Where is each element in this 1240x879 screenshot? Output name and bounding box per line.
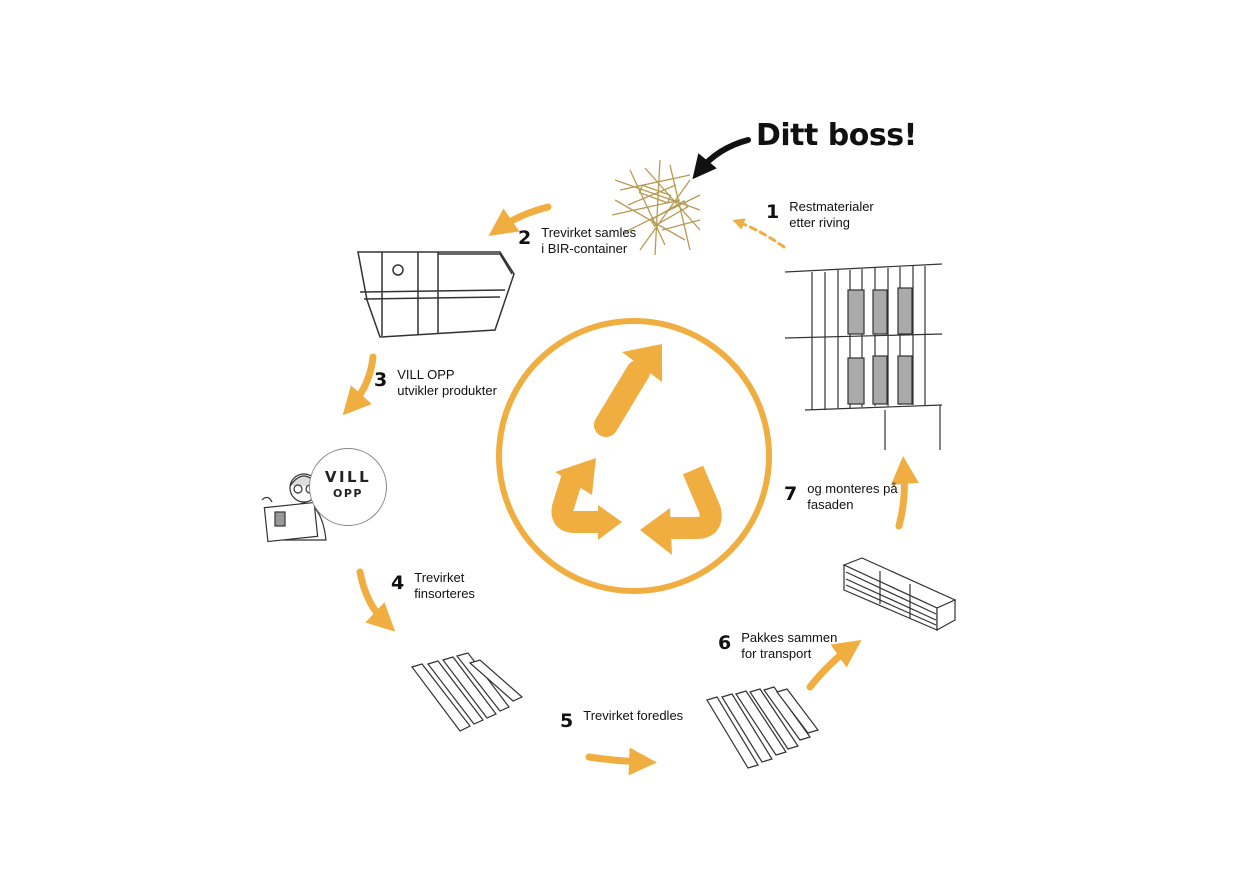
arrow-3-to-designer — [342, 353, 377, 416]
step-number: 6 — [718, 632, 732, 654]
step-label: for transport — [741, 646, 812, 661]
arrow-2-to-container — [488, 203, 552, 237]
boards-icon — [411, 652, 524, 732]
ditt-boss-headline: Ditt boss! — [756, 118, 917, 153]
vill-opp-logo-line1: VILL — [324, 468, 372, 486]
step-5: 5 Trevirket foredles — [560, 708, 683, 731]
step-number: 2 — [518, 227, 532, 249]
facade-building-icon — [784, 263, 943, 450]
step-label: Restmaterialer — [789, 199, 874, 214]
step-label: og monteres på — [807, 481, 898, 496]
step-label: fasaden — [807, 497, 854, 512]
arrow-5-to-planks — [585, 747, 657, 776]
planks-icon — [706, 686, 819, 769]
step-label: Trevirket samles — [541, 225, 637, 240]
step-number: 3 — [374, 369, 388, 391]
step-label: Trevirket — [414, 570, 465, 585]
step-number: 5 — [560, 710, 574, 732]
vill-opp-logo-line2: OPP — [333, 487, 363, 500]
step-number: 1 — [766, 201, 780, 223]
step-label: Pakkes sammen — [741, 630, 838, 645]
step-label: Trevirket foredles — [583, 708, 684, 723]
step-label: finsorteres — [414, 586, 475, 601]
step-label: VILL OPP — [397, 367, 455, 382]
step-number: 4 — [391, 572, 405, 594]
flow-arrows — [342, 203, 919, 776]
arrow-7-to-facade — [890, 456, 919, 530]
step-label: utvikler produkter — [397, 383, 497, 398]
step-label: etter riving — [789, 215, 850, 230]
arrow-1-to-debris — [732, 218, 786, 249]
step-number: 7 — [784, 483, 798, 505]
headline-arrow — [692, 137, 751, 180]
recycle-icon — [496, 318, 772, 594]
container-icon — [357, 251, 515, 338]
stacked-boards-icon — [842, 557, 957, 632]
arrow-4-to-boards — [356, 568, 396, 632]
arrow-6-to-stack — [806, 639, 862, 691]
vill-opp-logo: VILL OPP — [309, 448, 387, 526]
wood-debris-icon — [611, 159, 701, 256]
step-label: i BIR-container — [541, 241, 628, 256]
